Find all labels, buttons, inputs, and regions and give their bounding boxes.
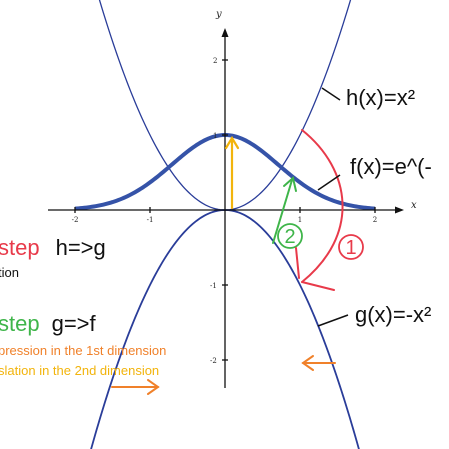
step-two-heading: step g=>f — [0, 311, 97, 336]
label-leaders — [317, 87, 349, 327]
step-two-description-translation: slation in the 2nd dimension — [0, 363, 159, 378]
compression-arrow-right — [111, 379, 160, 395]
g-function-label: g(x)=-x² — [355, 302, 431, 327]
y-axis-arrowhead — [221, 28, 229, 37]
y-tick-label: -1 — [210, 282, 217, 290]
step-one-heading: step h=>g — [0, 235, 106, 260]
step-two-description-compression: pression in the 1st dimension — [0, 343, 166, 358]
y-tick-label: 2 — [213, 57, 217, 65]
translation-arrow — [224, 135, 240, 210]
step-two-word: step — [0, 311, 40, 336]
step-one-description: tion — [0, 265, 19, 280]
x-axis-name: x — [411, 200, 417, 211]
step-two-marker — [277, 223, 303, 249]
h-function-label: h(x)=x² — [346, 85, 415, 110]
x-tick-label: 2 — [373, 216, 377, 224]
compression-arrow-left — [301, 355, 336, 371]
x-axis-arrowhead — [395, 206, 404, 214]
y-tick-label: -2 — [210, 357, 217, 365]
y-axis-name: y — [215, 9, 222, 20]
step-one-transform: h=>g — [56, 235, 106, 260]
x-tick-label: -1 — [147, 216, 154, 224]
f-function-label: f(x)=e^(- — [350, 154, 432, 179]
step-two-arrow — [272, 176, 297, 244]
y-tick-label: 1 — [213, 132, 217, 140]
step-one-arrow — [295, 129, 344, 291]
x-tick-label: 1 — [298, 216, 302, 224]
step-one-word: step — [0, 235, 40, 260]
step-two-marker-number: 2 — [284, 226, 295, 248]
x-tick-label: -2 — [72, 216, 79, 224]
y-axis — [221, 28, 229, 388]
step-one-marker-number: 1 — [345, 237, 356, 259]
x-axis — [48, 206, 404, 214]
step-one-marker — [338, 234, 364, 260]
step-two-transform: g=>f — [52, 311, 97, 336]
